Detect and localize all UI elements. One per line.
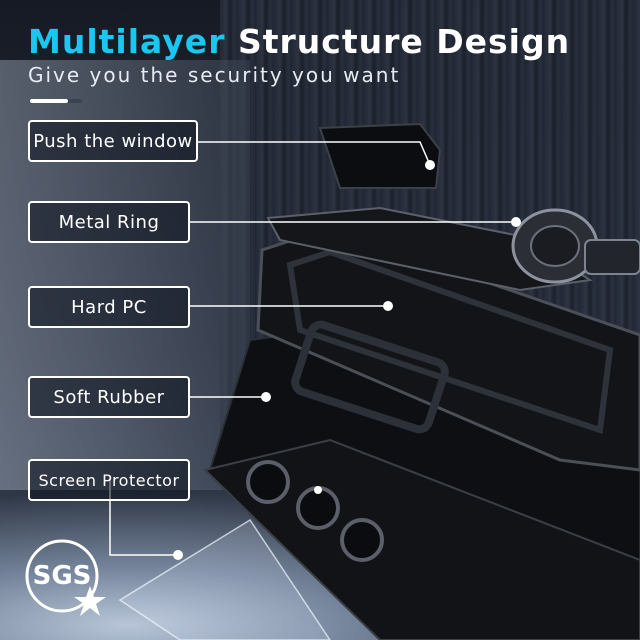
hard-pc-inner [286, 248, 614, 435]
leader-dot-metal-ring [511, 217, 521, 227]
screen-protector-glass [118, 518, 331, 640]
sgs-badge-text: SGS [32, 561, 92, 591]
leader-dot-push-window [425, 160, 435, 170]
push-window-slider [318, 122, 442, 189]
leader-dot-screen-protector [173, 550, 183, 560]
slide-indicator-fill [30, 99, 68, 103]
layer-label-screen-protector: Screen Protector [28, 459, 190, 501]
page-title: Multilayer Structure Design [28, 22, 570, 61]
leader-dot-hard-pc [383, 301, 393, 311]
camera-lenses [246, 460, 384, 562]
layer-label-soft-rubber: Soft Rubber [28, 376, 190, 418]
page-subtitle: Give you the security you want [28, 63, 401, 87]
sgs-badge: SGS [22, 536, 108, 622]
camera-slot [291, 320, 449, 434]
sgs-badge-ring [25, 539, 106, 616]
layer-label-push-window: Push the window [28, 120, 198, 162]
metal-ring-frame [266, 206, 593, 292]
star-icon [74, 586, 106, 616]
layer-label-hard-pc: Hard PC [28, 286, 190, 328]
slide-indicator [30, 99, 82, 103]
layer-label-metal-ring: Metal Ring [28, 201, 190, 243]
title-accent: Multilayer [28, 22, 226, 61]
leader-dot-soft-rubber [261, 392, 271, 402]
title-rest: Structure Design [237, 22, 571, 61]
leader-line-push-window [198, 141, 431, 166]
metal-ring-icon [511, 208, 640, 284]
leader-line-screen-protector [109, 480, 178, 556]
